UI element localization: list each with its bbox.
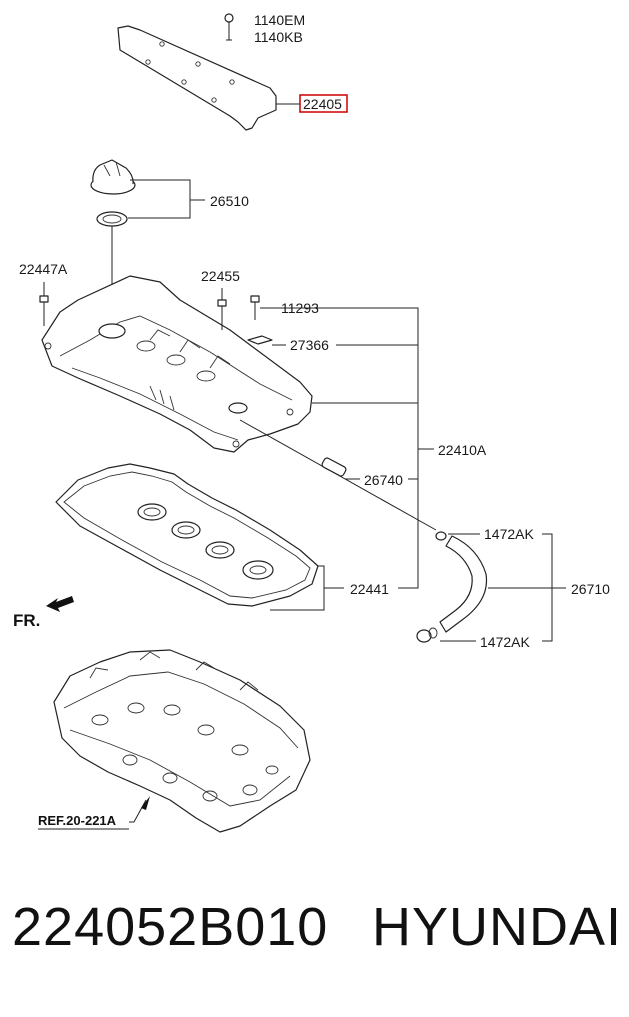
cover-bolt-22455	[217, 299, 227, 330]
label-22441: 22441	[350, 581, 389, 597]
label-22405[interactable]: 22405	[303, 96, 342, 112]
cylinder-head	[53, 649, 311, 833]
label-27366: 27366	[290, 337, 329, 353]
exploded-view-svg: 1140EM 1140KB 22405 26510 22447A	[13, 12, 610, 833]
bracket-27366	[247, 335, 273, 345]
label-11293: 11293	[281, 300, 319, 316]
label-front: FR.	[13, 611, 40, 630]
oil-filler-cap	[90, 159, 136, 195]
cover-bolt	[224, 13, 234, 41]
label-26510: 26510	[210, 193, 249, 209]
cover-bolt-22447a	[39, 295, 49, 326]
label-22410a: 22410A	[438, 442, 487, 458]
brand-caption: HYUNDAI	[372, 897, 623, 957]
label-1140em: 1140EM	[254, 12, 305, 28]
hose-clamp-top	[435, 531, 447, 541]
part-number-caption: 224052B010	[12, 897, 329, 957]
highlight-box	[299, 94, 348, 113]
label-22447a: 22447A	[19, 261, 68, 277]
cylinder-head-cover	[41, 275, 313, 453]
ventilation-hose	[439, 535, 488, 633]
front-direction-arrow-icon	[46, 596, 74, 612]
pcv-valve	[321, 457, 347, 477]
oil-filler-seal	[96, 211, 128, 227]
label-1140kb: 1140KB	[254, 29, 303, 45]
label-26710: 26710	[571, 581, 610, 597]
label-1472ak-top: 1472AK	[484, 526, 534, 542]
hose-clamp-bottom	[416, 627, 438, 643]
spark-plug-tube-seals	[137, 503, 274, 580]
label-22455: 22455	[201, 268, 240, 284]
bolt-11293	[250, 295, 260, 320]
label-1472ak-bottom: 1472AK	[480, 634, 530, 650]
engine-cover-plate	[117, 25, 277, 131]
label-26740: 26740	[364, 472, 403, 488]
label-ref: REF.20-221A	[38, 813, 117, 828]
